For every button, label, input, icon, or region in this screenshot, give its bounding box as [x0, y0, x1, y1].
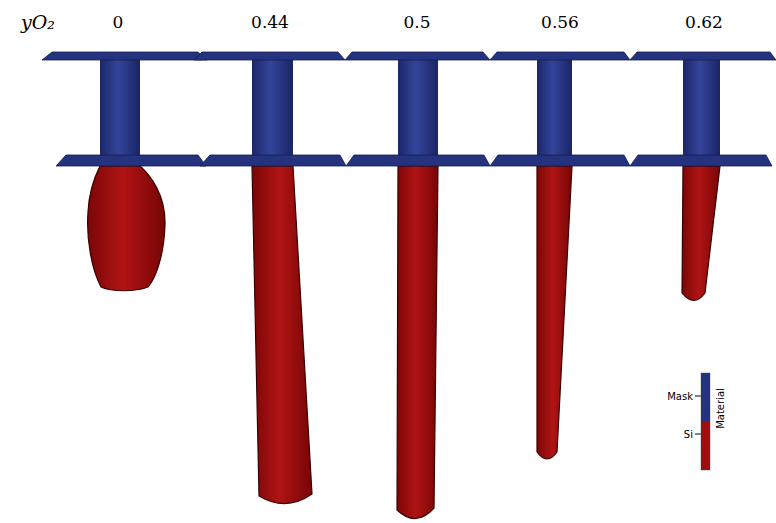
si-profile	[682, 166, 720, 301]
mask-trench	[100, 60, 140, 164]
column-value: 0.44	[251, 12, 289, 32]
mask-plate	[490, 52, 630, 60]
axis-symbol: yO₂	[21, 11, 55, 33]
mask-trench	[683, 60, 720, 164]
mask-trench	[252, 60, 293, 164]
mask-plate	[346, 155, 490, 166]
mask-plates	[42, 52, 776, 166]
si-profile	[537, 166, 572, 459]
si-profile	[88, 166, 165, 291]
column-value: 0	[113, 12, 124, 32]
legend-text: Mask	[667, 391, 693, 402]
mask-plate	[630, 52, 776, 60]
mask-plate	[56, 155, 206, 166]
column-value: 0.56	[541, 12, 579, 32]
mask-plate	[200, 155, 346, 166]
mask-trench	[537, 60, 572, 164]
mask-necks	[100, 60, 720, 164]
legend-text: Si	[684, 429, 693, 440]
mask-plate	[490, 155, 630, 166]
mask-plate	[345, 52, 490, 60]
si-profile	[397, 166, 438, 519]
mask-plate	[630, 155, 772, 166]
si-profiles	[88, 166, 720, 519]
mask-trench	[398, 60, 438, 164]
colorbar-swatch	[701, 373, 710, 421]
colorbar-title: Material	[715, 388, 726, 429]
colorbar-swatch	[701, 421, 710, 470]
mask-plate	[194, 52, 345, 60]
column-value: 0.5	[403, 12, 430, 32]
si-profile	[252, 166, 312, 504]
colorbar-ticks	[695, 373, 710, 470]
column-value: 0.62	[685, 12, 723, 32]
mask-plate	[42, 52, 207, 60]
